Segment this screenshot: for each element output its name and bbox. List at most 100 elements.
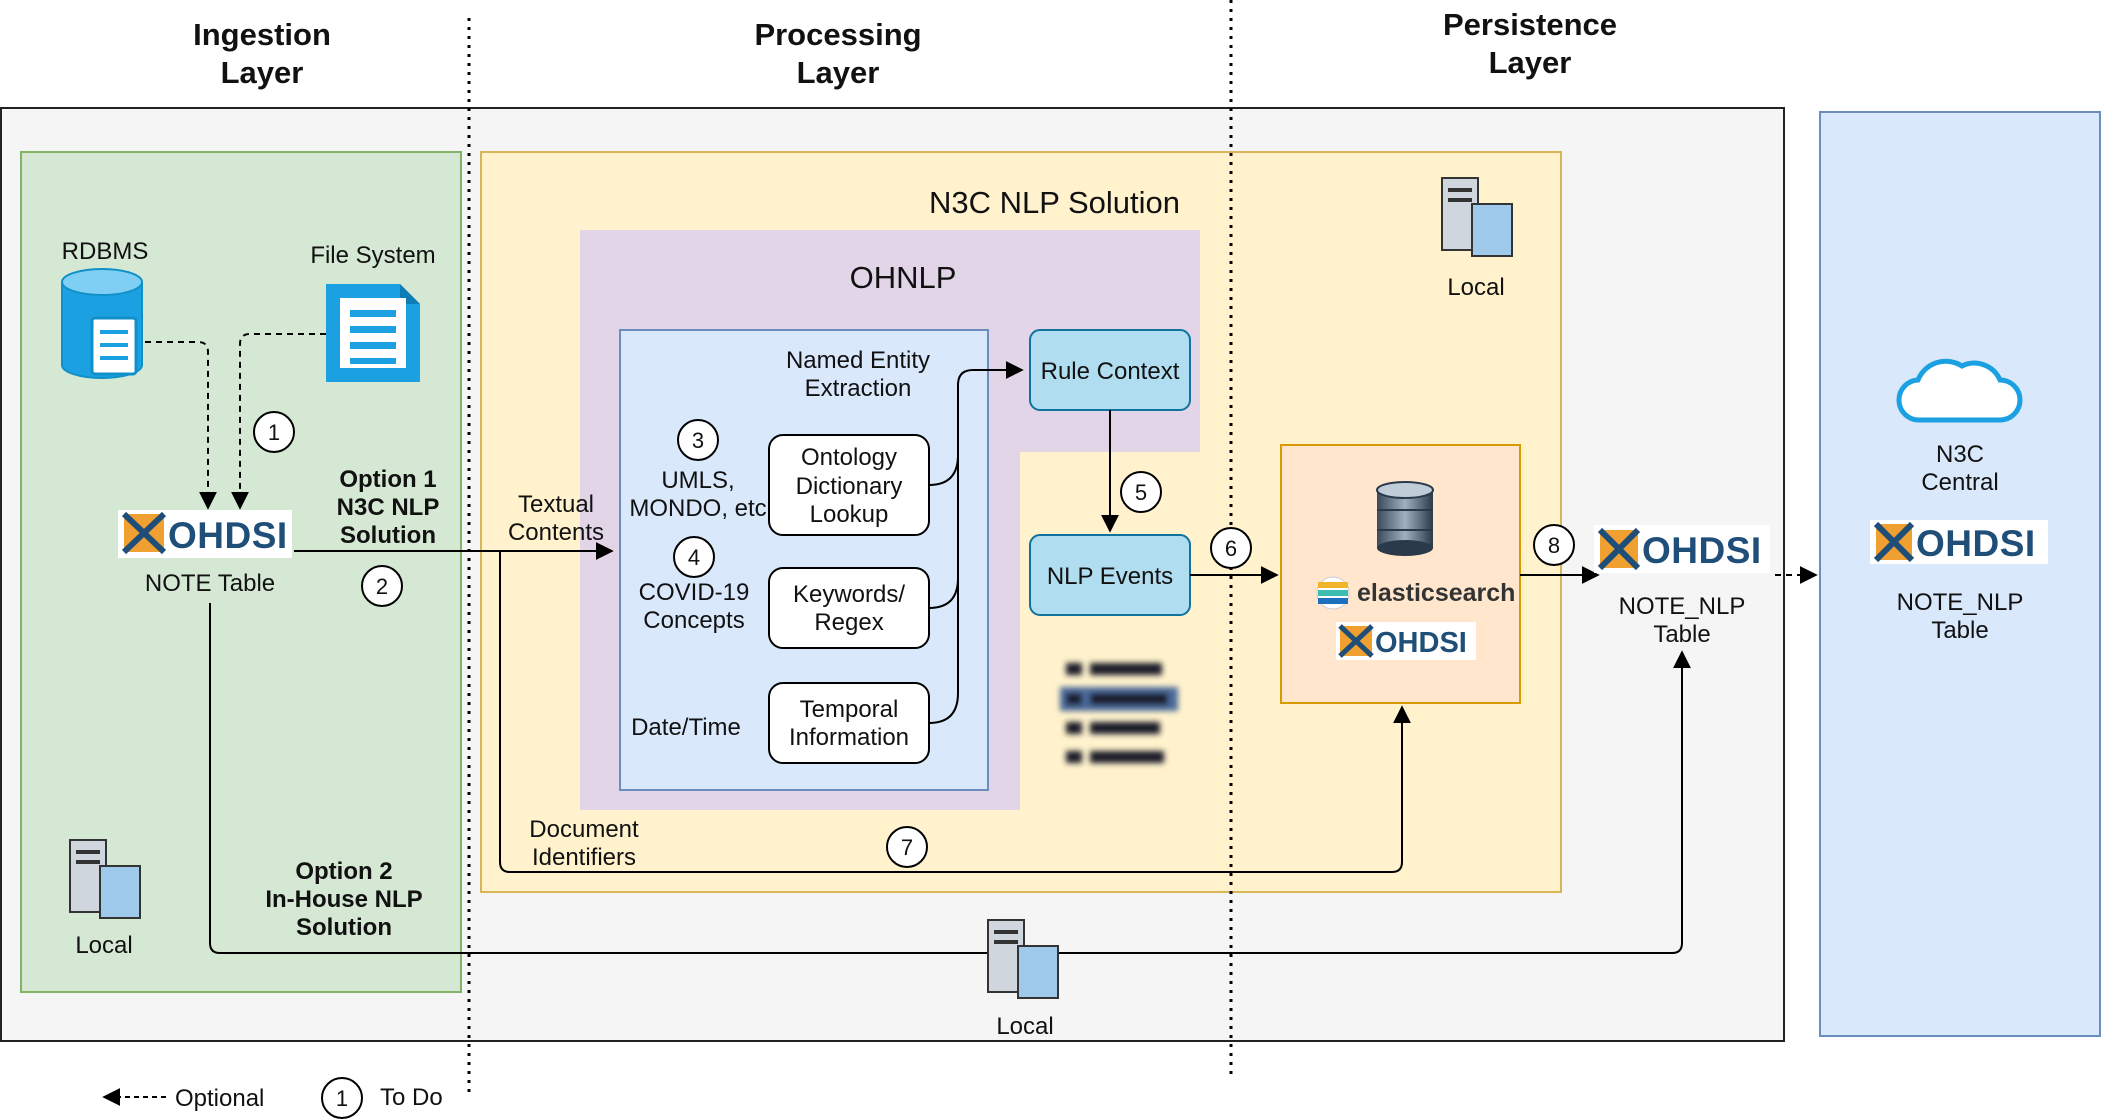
n3c-central-label: N3C Central [1921,441,1998,496]
rule-context-node: Rule Context [1029,329,1191,411]
document-identifiers-route [499,551,1411,873]
option-2-label: Option 2 In-House NLP Solution [265,858,422,941]
svg-text:2: 2 [376,574,388,599]
svg-text:Ontology: Ontology [801,444,897,471]
ohdsi-persistence-logo: OHDSI [1336,622,1476,660]
svg-text:Temporal: Temporal [800,696,899,723]
file-system-document-icon [326,284,420,382]
file-system-optional-connector [231,333,326,510]
svg-text:N3C: N3C [1936,441,1984,468]
covid-concepts-label: COVID-19 Concepts [639,579,750,634]
svg-text:Central: Central [1921,469,1998,496]
option-1-label: Option 1 N3C NLP Solution [337,466,440,549]
svg-text:Solution: Solution [340,522,436,549]
svg-text:Document: Document [529,816,639,843]
svg-text:Layer: Layer [1489,45,1572,80]
keywords-regex-node: Keywords/ Regex [768,567,930,649]
ontology-to-rule-connector [928,361,1024,486]
document-identifiers-label: Document Identifiers [529,816,639,871]
note-nlp-table-label: NOTE_NLP Table [1619,593,1746,648]
local-server-icon-ingestion [69,839,141,919]
svg-text:Persistence: Persistence [1443,7,1617,42]
svg-text:8: 8 [1548,533,1560,558]
svg-text:Named Entity: Named Entity [786,347,930,374]
ohdsi-note-table-logo: OHDSI [118,510,292,558]
step-6-marker: 6 [1210,527,1252,569]
svg-text:Concepts: Concepts [643,607,744,634]
step-8-marker: 8 [1533,524,1575,566]
textual-contents-label: Textual Contents [508,491,604,546]
date-time-label: Date/Time [631,714,741,741]
n3c-nlp-solution-title: N3C NLP Solution [929,185,1180,220]
svg-text:5: 5 [1135,480,1147,505]
local-label-ingestion: Local [75,932,132,959]
svg-text:Keywords/: Keywords/ [793,581,905,608]
database-cylinder-icon [1376,481,1434,556]
rdbms-optional-connector [145,341,217,510]
svg-text:7: 7 [901,835,913,860]
svg-text:Dictionary: Dictionary [796,473,903,500]
step-1-marker: 1 [253,411,295,453]
svg-text:Ingestion: Ingestion [193,17,331,52]
svg-text:Information: Information [789,724,909,751]
svg-text:Textual: Textual [518,491,594,518]
ingestion-layer-heading: Ingestion Layer [193,17,331,90]
svg-text:OHDSI: OHDSI [1916,523,2036,564]
svg-text:Regex: Regex [814,609,883,636]
umls-mondo-label: UMLS, MONDO, etc [629,467,766,522]
svg-text:Layer: Layer [221,55,304,90]
svg-text:OHDSI: OHDSI [1375,627,1467,659]
note-table-label: NOTE Table [145,570,275,597]
svg-text:Rule Context: Rule Context [1041,358,1180,385]
svg-text:COVID-19: COVID-19 [639,579,750,606]
svg-text:6: 6 [1225,536,1237,561]
svg-text:Option 1: Option 1 [339,466,436,493]
svg-text:NOTE_NLP: NOTE_NLP [1619,593,1746,620]
step-2-marker: 2 [361,565,403,607]
svg-text:Table: Table [1931,617,1988,644]
svg-text:Contents: Contents [508,519,604,546]
legend-todo-label: To Do [380,1084,443,1111]
svg-text:Option 2: Option 2 [295,858,392,885]
svg-text:NLP Events: NLP Events [1047,563,1173,590]
svg-text:UMLS,: UMLS, [661,467,734,494]
ontology-dictionary-lookup-node: Ontology Dictionary Lookup [768,434,930,536]
local-server-icon-bottom [987,919,1059,999]
step-3-marker: 3 [677,419,719,461]
svg-text:Solution: Solution [296,914,392,941]
svg-text:3: 3 [692,428,704,453]
svg-text:In-House NLP: In-House NLP [265,886,422,913]
local-label-bottom: Local [996,1013,1053,1040]
step-4-marker: 4 [673,536,715,578]
svg-text:Processing: Processing [754,17,921,52]
persistence-layer-heading: Persistence Layer [1443,7,1617,80]
ohnlp-title: OHNLP [850,260,957,295]
temporal-to-rule-connector [928,560,959,724]
svg-text:1: 1 [336,1086,348,1111]
rdbms-label: RDBMS [62,238,149,265]
step-5-marker: 5 [1120,471,1162,513]
ohdsi-central-logo: OHDSI [1870,520,2048,564]
elasticsearch-label: elasticsearch [1357,579,1515,607]
svg-text:OHDSI: OHDSI [1642,530,1762,571]
blurred-document-list-icon [1060,663,1178,763]
legend-optional-label: Optional [175,1085,264,1112]
svg-text:Identifiers: Identifiers [532,844,636,871]
legend-todo-marker: 1 [321,1077,363,1119]
svg-text:NOTE_NLP: NOTE_NLP [1897,589,2024,616]
file-system-label: File System [310,242,435,269]
svg-text:MONDO, etc: MONDO, etc [629,495,766,522]
local-server-icon-processing [1441,177,1513,257]
svg-text:Layer: Layer [797,55,880,90]
svg-text:N3C NLP: N3C NLP [337,494,440,521]
step-7-marker: 7 [886,826,928,868]
svg-text:4: 4 [688,545,700,570]
temporal-information-node: Temporal Information [768,682,930,764]
rdbms-database-icon [61,268,143,379]
named-entity-extraction-title: Named Entity Extraction [786,347,930,402]
central-note-nlp-table-label: NOTE_NLP Table [1897,589,2024,644]
svg-text:1: 1 [268,420,280,445]
svg-text:Lookup: Lookup [810,501,889,528]
nlp-events-node: NLP Events [1029,534,1191,616]
